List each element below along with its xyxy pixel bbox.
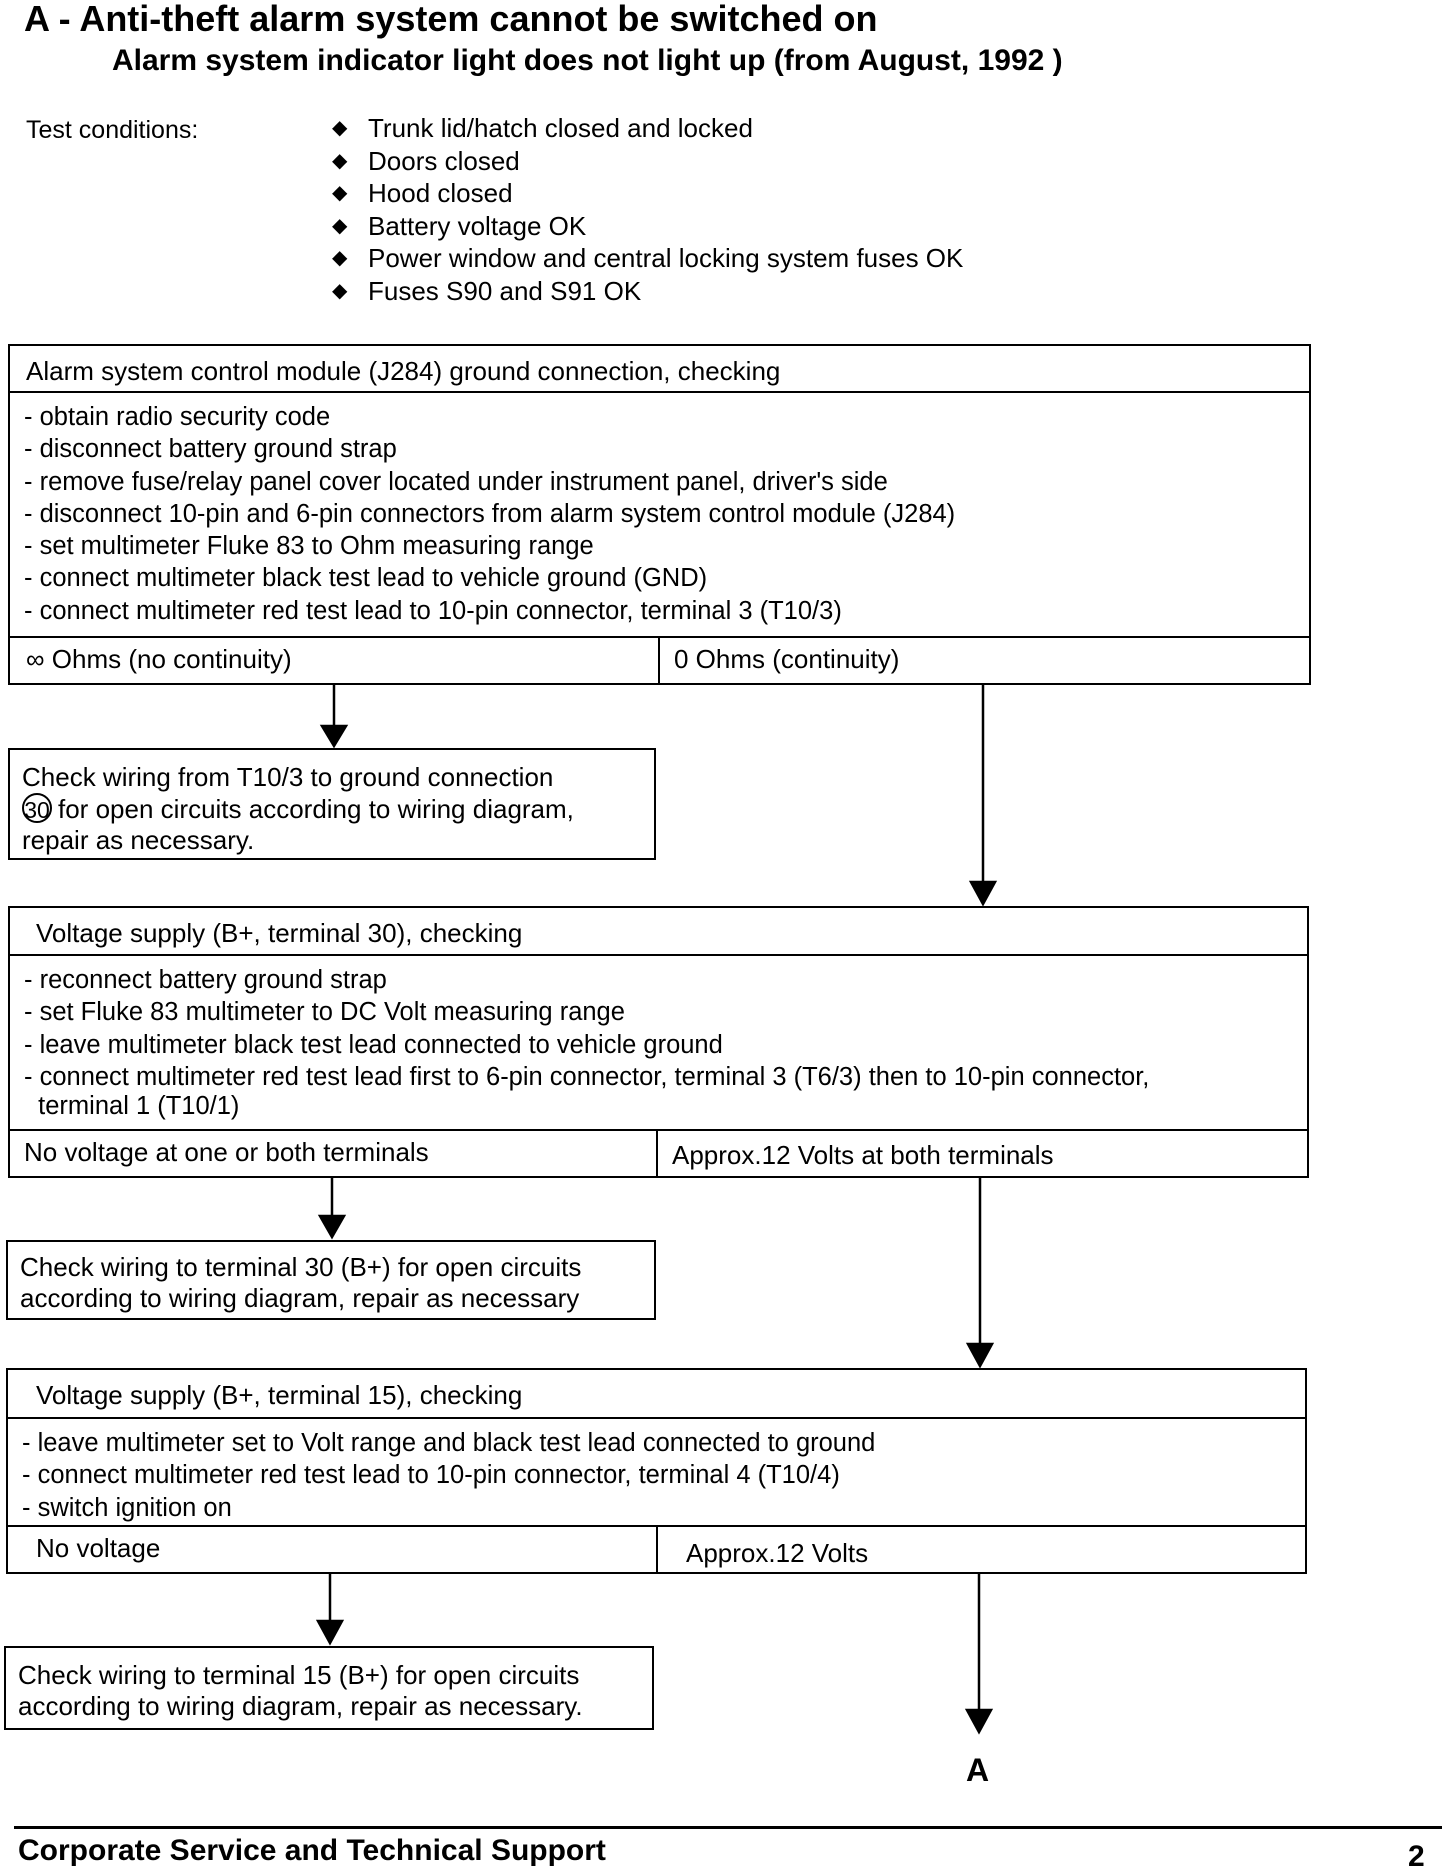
result-no-voltage-30: No voltage at one or both terminals [24,1137,429,1167]
arrowhead-down-icon [319,724,349,749]
result-12v-15: Approx.12 Volts [686,1538,869,1568]
step-line: - switch ignition on [22,1493,232,1522]
arrowhead-down-icon [965,1342,995,1369]
result-no-continuity: ∞ Ohms (no continuity) [26,644,292,674]
step-line: - connect multimeter red test lead to 10… [24,596,842,625]
terminal30-remedy-box: Check wiring to terminal 30 (B+) for ope… [6,1240,656,1320]
bullet-icon: ◆ [332,214,348,237]
step-line: - reconnect battery ground strap [24,966,387,994]
bullet-icon: ◆ [332,247,348,269]
step-line: - disconnect battery ground strap [24,435,397,464]
result-continuity: 0 Ohms (continuity) [674,644,900,674]
result-12v-30: Approx.12 Volts at both terminals [672,1140,1054,1170]
bullet-icon: ◆ [332,149,348,172]
terminal30-check-box: Voltage supply (B+, terminal 30), checki… [8,906,1309,1178]
terminal15-check-steps: - leave multimeter set to Volt range and… [22,1427,1297,1524]
bullet-icon: ◆ [332,182,348,204]
ground-remedy-box: Check wiring from T10/3 to ground connec… [8,748,656,860]
step-line: - connect multimeter black test lead to … [24,564,708,593]
arrowhead-down-icon [968,880,998,907]
ground-check-box: Alarm system control module (J284) groun… [8,344,1311,685]
terminal30-check-steps: - reconnect battery ground strap - set F… [24,964,1299,1119]
ground-check-steps: - obtain radio security code - disconnec… [24,401,1301,627]
ground-connection-30-badge: 30 [22,793,52,823]
footer-text: Corporate Service and Technical Support [18,1834,606,1867]
page-title: A - Anti-theft alarm system cannot be sw… [24,0,878,39]
arrowhead-down-icon [317,1214,347,1240]
test-conditions-list: ◆Trunk lid/hatch closed and locked ◆Door… [332,112,963,307]
terminal15-remedy-box: Check wiring to terminal 15 (B+) for ope… [4,1646,654,1730]
step-line: - obtain radio security code [24,403,331,431]
step-line: - leave multimeter set to Volt range and… [22,1429,876,1457]
terminal15-check-box: Voltage supply (B+, terminal 15), checki… [6,1368,1307,1574]
step-line: - remove fuse/relay panel cover located … [24,467,888,496]
step-line: - set multimeter Fluke 83 to Ohm measuri… [24,532,594,561]
bullet-icon: ◆ [332,279,348,302]
test-condition-item: ◆Trunk lid/hatch closed and locked [332,113,753,143]
page-subtitle: Alarm system indicator light does not li… [112,44,1063,77]
ground-check-header: Alarm system control module (J284) groun… [10,346,1309,393]
continuation-marker: A [966,1752,990,1788]
step-line: terminal 1 (T10/1) [24,1092,240,1121]
terminal30-check-header: Voltage supply (B+, terminal 30), checki… [10,908,1307,956]
terminal15-check-header: Voltage supply (B+, terminal 15), checki… [8,1370,1305,1419]
test-conditions-label: Test conditions: [26,116,199,144]
page-number: 2 [1408,1840,1425,1873]
test-condition-item: ◆Battery voltage OK [332,210,587,241]
bullet-icon: ◆ [332,117,348,139]
test-condition-item: ◆Hood closed [332,178,513,208]
step-line: - disconnect 10-pin and 6-pin connectors… [24,499,956,528]
test-condition-item: ◆Fuses S90 and S91 OK [332,275,642,306]
arrowhead-down-icon [315,1619,345,1646]
arrowhead-down-icon [964,1708,994,1735]
step-line: - connect multimeter red test lead to 10… [22,1461,840,1490]
footer-divider [14,1826,1442,1829]
step-line: - set Fluke 83 multimeter to DC Volt mea… [24,998,625,1027]
test-condition-item: ◆Doors closed [332,145,520,176]
step-line: - leave multimeter black test lead conne… [24,1030,723,1059]
result-no-voltage-15: No voltage [36,1533,161,1563]
step-line: - connect multimeter red test lead first… [24,1062,1150,1091]
test-condition-item: ◆Power window and central locking system… [332,243,964,273]
